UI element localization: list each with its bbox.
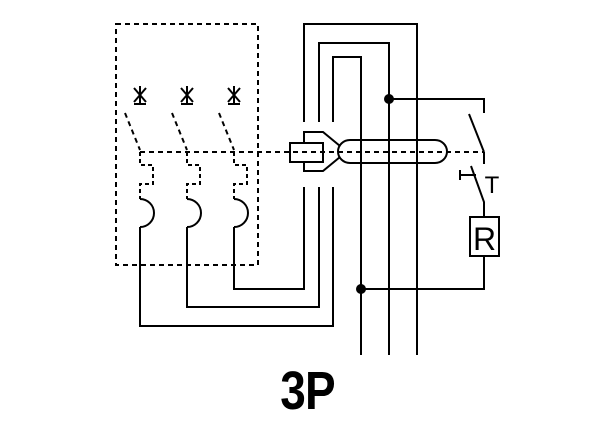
trip-relay [289, 142, 324, 163]
test-button[interactable] [459, 165, 485, 217]
pole-count-label: 3P [280, 361, 335, 421]
pole-3 [218, 86, 305, 290]
toroid-transformer [337, 139, 448, 164]
return-wire [361, 256, 485, 290]
pole-1 [124, 86, 334, 327]
conductor-inner [332, 56, 362, 355]
conductor-middle [318, 42, 390, 355]
conductor-outer [303, 23, 418, 355]
test-wire [389, 98, 485, 113]
pole-2 [171, 86, 320, 308]
relay-bracket [303, 131, 341, 172]
resistor-label: R [473, 221, 496, 257]
test-label: T [485, 172, 500, 199]
main-switch [468, 113, 485, 153]
